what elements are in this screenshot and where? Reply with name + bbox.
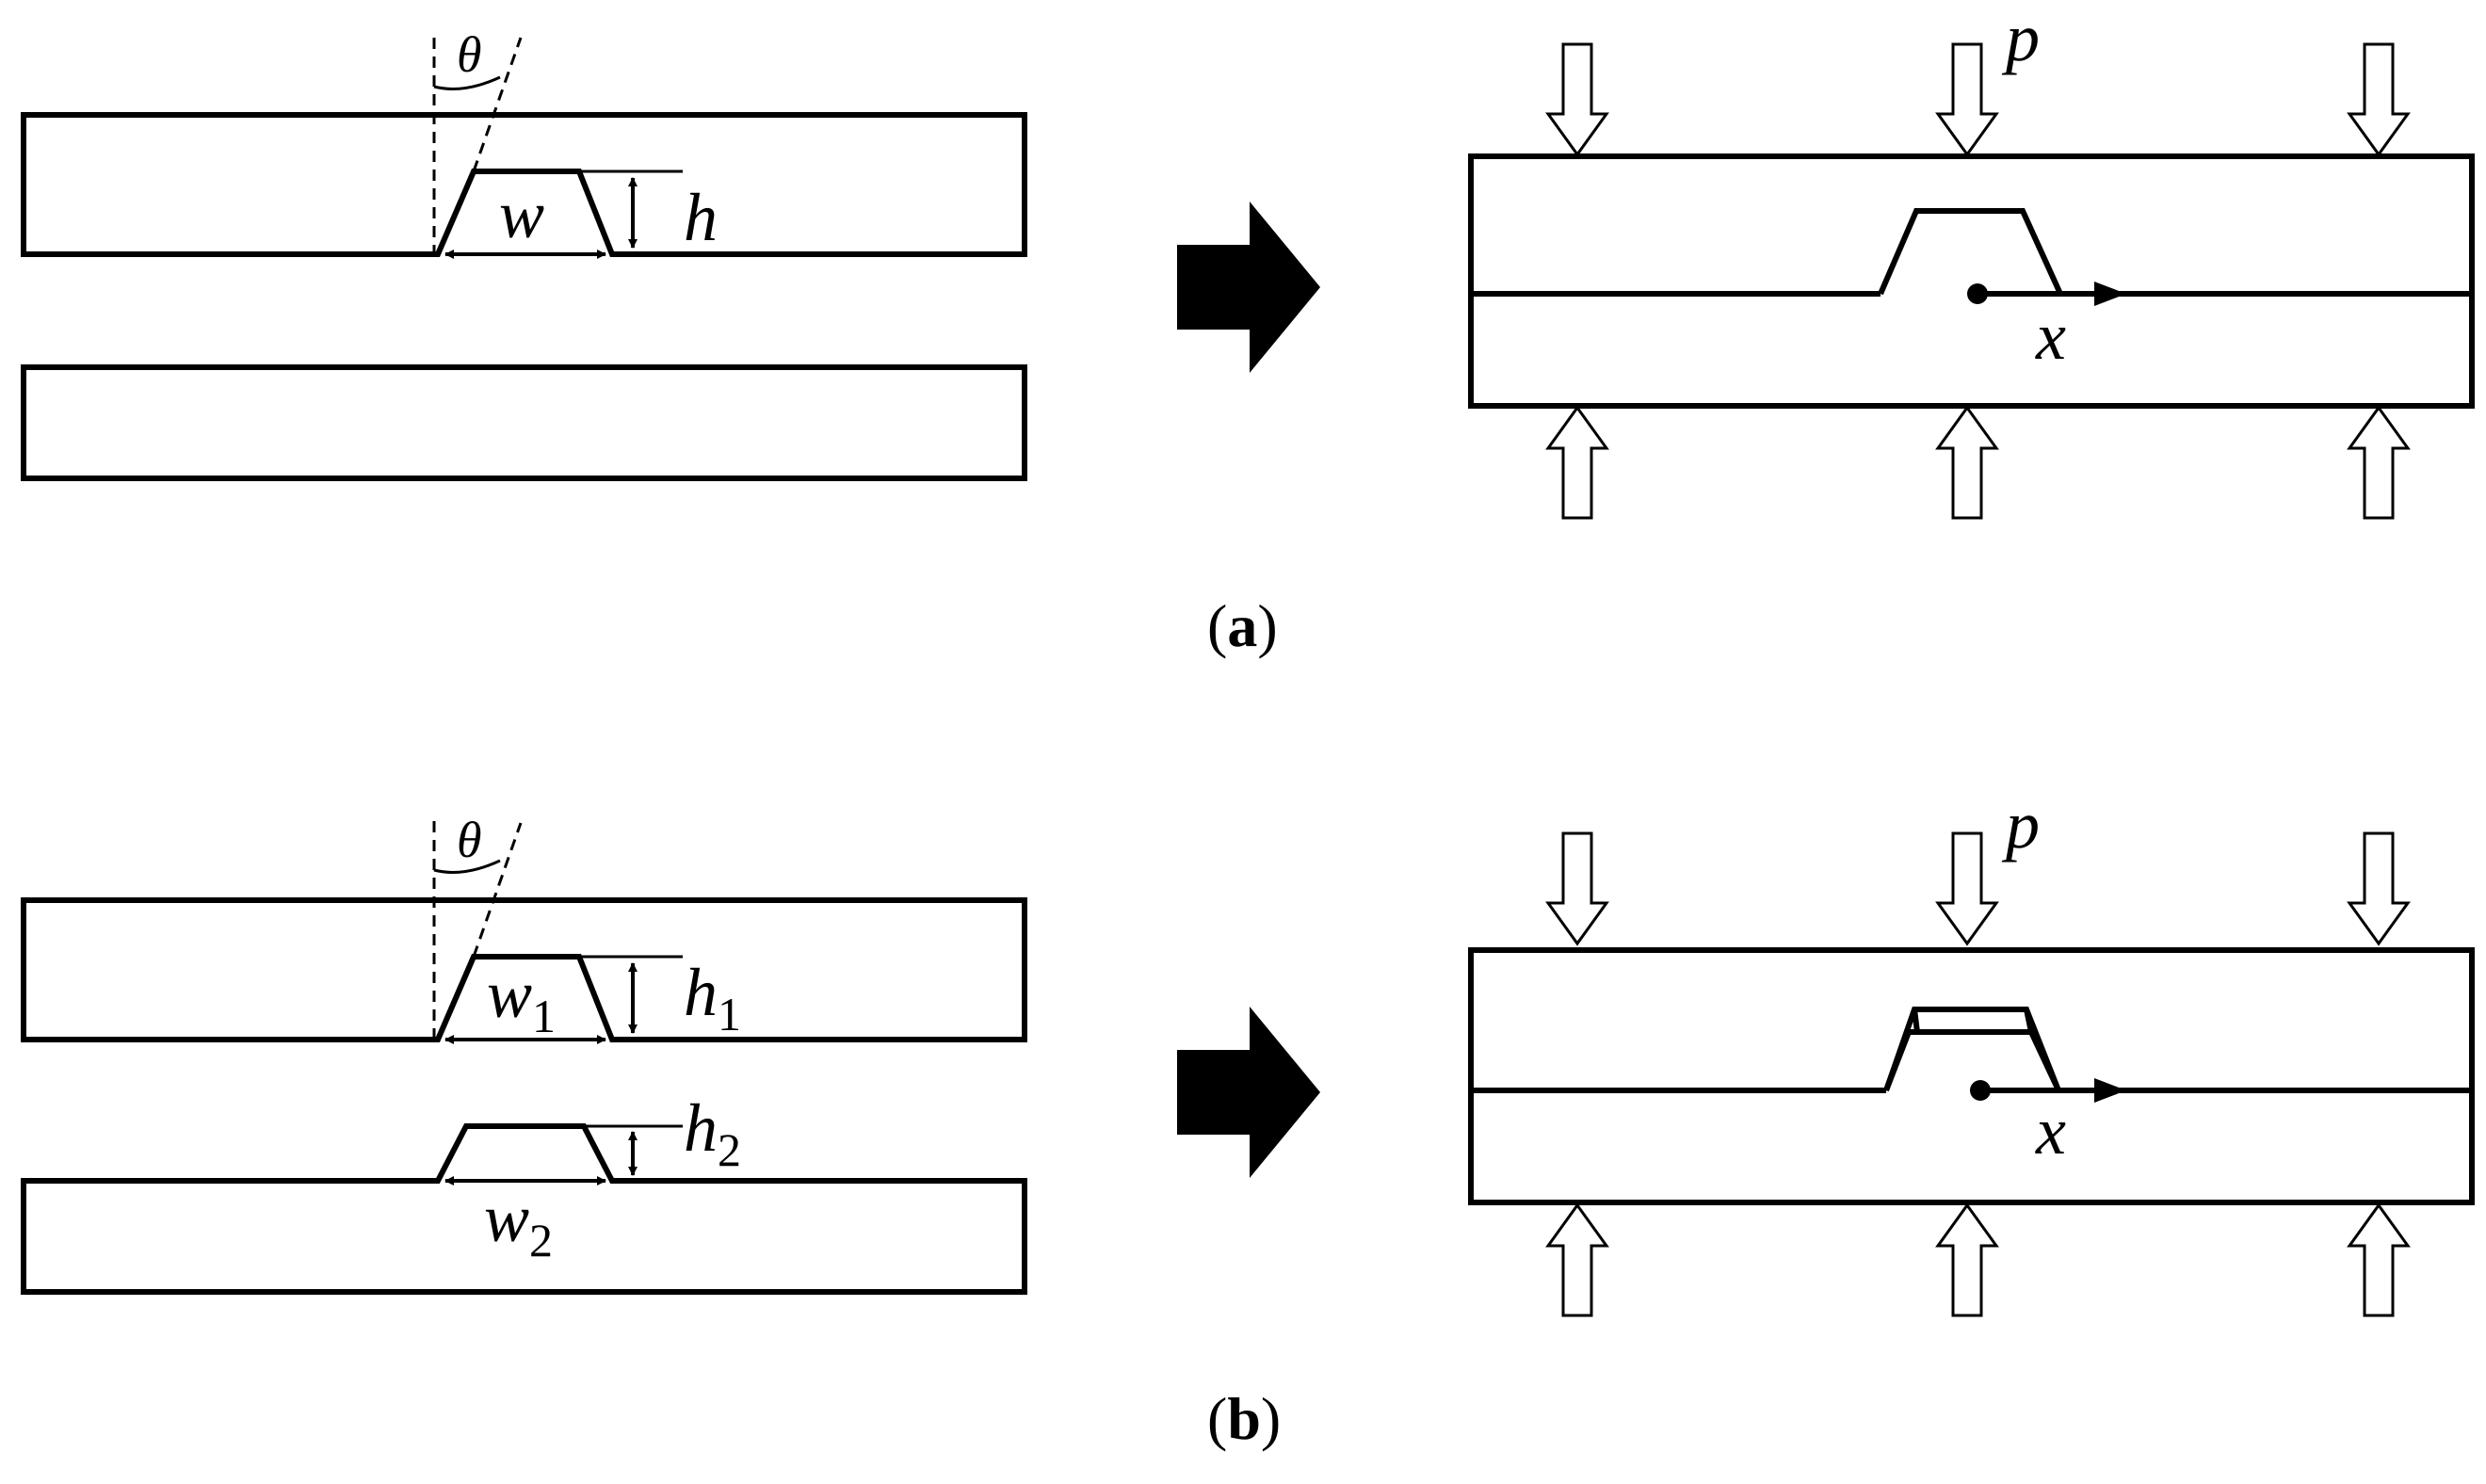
x-axis-label-a: x [2035,298,2066,374]
w1-label: w1 [487,957,556,1042]
pressure-arrow-top-center-b [1935,831,1999,946]
pressure-label-a: p [2001,0,2040,75]
x-axis-label-b: x [2035,1093,2066,1169]
pressure-arrows-a [1545,42,2411,520]
pressure-arrows-b [1545,831,2411,1317]
x-axis-arrowhead-b [2094,1078,2126,1103]
sidewall-extension-b [472,822,523,958]
transform-arrow-a [1177,202,1320,373]
pressure-arrow-top-center-a [1935,42,1999,157]
bonded-stack-b [1468,947,2475,1205]
panel-a: θ w h x p (a) [21,0,2475,659]
caption-a: (a) [1207,592,1278,659]
theta-arc-a [433,75,501,90]
lower-plate-b [21,1123,1027,1295]
pressure-arrow-bottom-right-a [2347,405,2411,520]
pressure-arrow-bottom-left-b [1545,1202,1609,1317]
theta-label-b: θ [457,812,482,868]
pressure-arrow-top-left-a [1545,42,1609,157]
pressure-arrow-bottom-right-b [2347,1202,2411,1317]
void-trapezoid-a [1878,208,2063,296]
theta-label-a: θ [457,26,482,83]
bonded-stack-a [1468,153,2475,409]
w2-label: w2 [484,1181,553,1266]
pressure-arrow-top-left-b [1545,831,1609,946]
transform-arrow-b [1177,1007,1320,1178]
x-axis-arrowhead-a [2094,282,2126,306]
mesa-top-b [1912,1008,1920,1033]
cavity-outline-b [1883,1007,2061,1092]
pressure-arrow-top-right-b [2347,831,2411,946]
h1-label: h1 [684,955,741,1040]
h2-label: h2 [684,1090,741,1176]
panel-b: θ w1 h1 h2 w2 [21,787,2475,1452]
width-label-a: w [499,177,544,252]
height-label-a: h [684,180,718,255]
pressure-arrow-top-right-a [2347,42,2411,157]
sidewall-extension-a [472,37,523,172]
mesa-top-right-b [2024,1008,2034,1033]
lower-plate-a [21,364,1027,481]
mesa-outline-b [1883,1029,2061,1092]
pressure-arrow-bottom-center-a [1935,405,1999,520]
theta-arc-b [433,859,501,874]
pressure-arrow-bottom-center-b [1935,1202,1999,1317]
pressure-arrow-bottom-left-a [1545,405,1609,520]
pressure-label-b: p [2001,787,2040,863]
caption-b: (b) [1207,1385,1281,1452]
